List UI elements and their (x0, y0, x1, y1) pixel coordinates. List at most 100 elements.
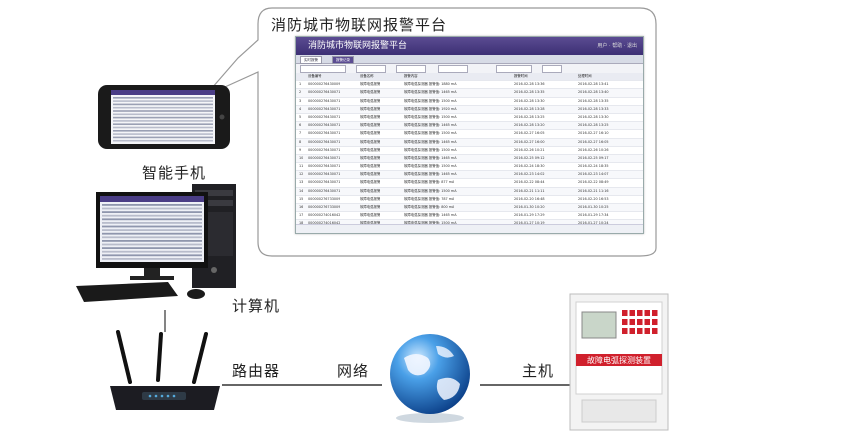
label-network: 网络 (337, 362, 370, 380)
table-cell: 2016-02-20 16:53 (578, 196, 609, 201)
table-cell: 故障电弧报警 (360, 188, 381, 193)
app-title: 消防城市物联网报警平台 (308, 41, 408, 51)
keypad-key (622, 310, 628, 316)
table-cell: 11 (299, 164, 304, 169)
table-cell: 2016-02-28 13:40 (578, 90, 609, 95)
table-cell: 2016-02-27 16:05 (578, 139, 609, 144)
tab-realtime[interactable]: 实时报警 (300, 56, 322, 64)
table-cell: 故障电弧报警 (360, 90, 381, 95)
filter-type-select[interactable] (356, 65, 386, 73)
table-cell: 9 (299, 147, 302, 152)
monitor-screen-rows (102, 204, 202, 260)
phone-row-line (113, 133, 213, 135)
table-cell: 2016-02-24 18:35 (578, 164, 609, 169)
monitor-row-line (102, 254, 202, 257)
search-button[interactable] (542, 65, 562, 73)
monitor-stand (144, 268, 160, 276)
router-led-panel (142, 392, 186, 400)
app-user-menu[interactable]: 用户 · 帮助 · 退出 (597, 43, 637, 49)
table-cell: 000000276430071 (308, 98, 341, 103)
host-panel-label: 故障电弧探测装置 (587, 355, 651, 365)
keypad-key (622, 319, 628, 325)
table-cell: 故障电弧探测器 报警值: 1880 mA (404, 82, 457, 87)
keypad-key (644, 319, 650, 325)
table-cell: 2016-02-28 13:30 (578, 114, 609, 119)
table-cell: 故障电弧报警 (360, 147, 381, 152)
table-cell: 故障电弧探测器 报警值: 1500 mA (404, 164, 457, 169)
smartphone-illustration (98, 85, 230, 149)
table-cell: 000000276430009 (308, 82, 341, 87)
monitor-row-line (102, 222, 202, 224)
table-cell: 8 (299, 139, 302, 144)
phone-screen-header (111, 90, 215, 95)
filter-date-input[interactable] (496, 65, 532, 73)
keypad-key (637, 328, 643, 334)
table-cell: 000000276430071 (308, 123, 341, 128)
monitor-row-line (102, 232, 202, 235)
table-cell: 故障电弧报警 (360, 180, 381, 185)
table-cell: 000000274016042 (308, 220, 340, 227)
phone-row-line (113, 130, 213, 132)
table-cell: 2016-02-25 09:17 (578, 155, 609, 160)
host-lower-panel (581, 399, 657, 423)
table-cell: 故障电弧探测器 报警值: 1500 mA (404, 114, 457, 119)
phone-row-line (113, 123, 213, 125)
phone-row-line (113, 110, 213, 112)
host-device-illustration: 故障电弧探测装置 (569, 293, 669, 431)
table-cell: 3 (299, 98, 302, 103)
table-cell: 000000276430071 (308, 90, 341, 95)
table-cell: 2016-02-27 16:05 (514, 131, 545, 136)
phone-row-line (113, 113, 213, 116)
monitor-row-line (102, 229, 202, 231)
table-cell: 12 (299, 172, 304, 177)
table-cell: 2016-02-28 13:41 (578, 82, 609, 87)
table-cell: 2016-01-29 17:34 (578, 213, 609, 218)
table-cell: 故障电弧探测器 报警值: 1465 mA (404, 123, 457, 128)
router-antenna (116, 330, 132, 384)
power-button-icon (211, 267, 217, 273)
network-globe-illustration (390, 334, 470, 423)
table-cell: 2016-01-27 10:19 (514, 220, 545, 227)
table-cell: 14 (299, 188, 304, 193)
filter-level-select[interactable] (438, 65, 468, 73)
label-computer: 计算机 (232, 297, 281, 315)
table-header-row: 设备编号设备名称报警内容报警时间处理时间 (296, 73, 643, 82)
phone-row-line (113, 116, 213, 119)
table-header-cell: 处理时间 (578, 74, 592, 78)
filter-status-select[interactable] (396, 65, 426, 73)
table-cell: 000000276733009 (308, 205, 341, 209)
table-cell: 2016-01-30 10:25 (578, 205, 609, 209)
phone-button-icon (219, 114, 225, 120)
table-cell: 000000276430071 (308, 139, 341, 144)
table-cell: 2016-02-21 11:11 (514, 188, 545, 193)
keypad-key (629, 310, 635, 316)
phone-row-line (113, 100, 213, 102)
filter-device-select[interactable] (300, 65, 346, 73)
table-cell: 2016-02-28 13:35 (578, 98, 609, 103)
keypad-key (622, 328, 628, 334)
table-cell: 2016-02-28 13:30 (514, 98, 545, 103)
table-cell: 故障电弧报警 (360, 114, 381, 119)
table-cell: 2016-02-28 13:28 (514, 106, 545, 111)
table-cell: 7 (299, 131, 302, 136)
platform-title: 消防城市物联网报警平台 (271, 16, 448, 34)
tab-records[interactable]: 报警记录 (332, 56, 354, 64)
